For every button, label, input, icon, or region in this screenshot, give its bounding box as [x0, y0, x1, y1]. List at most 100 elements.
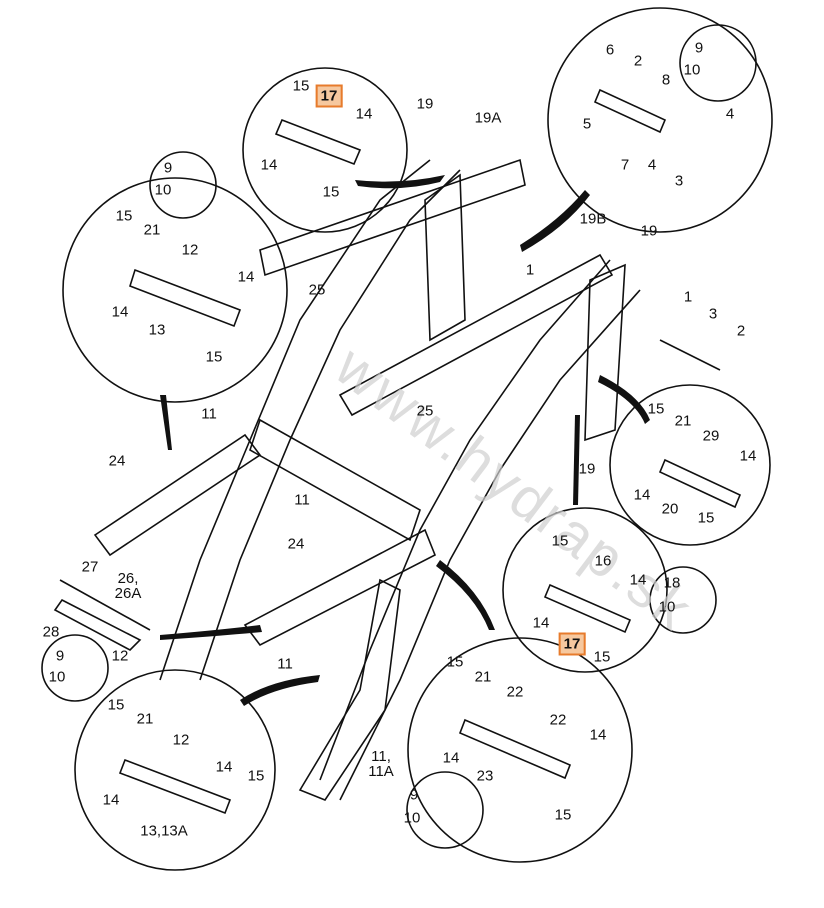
callout-label: 15 — [205, 348, 223, 366]
callout-label: 1 — [525, 261, 535, 279]
bracket-19A — [424, 173, 466, 342]
callout-label: 12 — [181, 241, 199, 259]
callout-label: 9 — [409, 786, 419, 804]
callout-label: 16 — [594, 552, 612, 570]
callout-label: 15 — [647, 400, 665, 418]
leader-wedge-7 — [160, 625, 262, 640]
callout-label: 15 — [593, 648, 611, 666]
pin-12-left — [129, 268, 242, 328]
callout-label: 22 — [549, 711, 567, 729]
callout-label: 25 — [308, 281, 326, 299]
detail-circle-grease-top-right — [679, 24, 757, 102]
cross-tube-25-upper — [259, 158, 526, 277]
detail-circle-right-middle — [609, 384, 771, 546]
leader-wedge-8 — [240, 675, 320, 706]
callout-label: 19 — [640, 222, 658, 240]
callout-label: 11 — [277, 655, 293, 673]
callout-label: 3 — [708, 305, 718, 323]
callout-label: 19 — [416, 95, 434, 113]
callout-label: 4 — [647, 156, 657, 174]
detail-circle-right-lower — [502, 507, 668, 673]
callout-label: 29 — [702, 427, 720, 445]
callout-label: 27 — [81, 558, 99, 576]
callout-label: 15 — [247, 767, 265, 785]
callout-label: 15 — [551, 532, 569, 550]
callout-label: 14 — [260, 156, 278, 174]
callout-label-highlighted[interactable]: 17 — [315, 84, 343, 108]
callout-label: 10 — [154, 181, 172, 199]
link-24-left — [93, 433, 262, 557]
callout-label: 14 — [532, 614, 550, 632]
callout-label: 11, 11A — [368, 748, 394, 780]
callout-label: 14 — [111, 303, 129, 321]
callout-label: 11 — [294, 491, 310, 509]
callout-label: 15 — [446, 653, 464, 671]
callout-label: 14 — [633, 486, 651, 504]
cylinder-25 — [338, 253, 614, 417]
callout-label: 21 — [674, 412, 692, 430]
callout-label: 10 — [658, 598, 676, 616]
callout-label: 9 — [55, 647, 65, 665]
callout-label: 9 — [163, 159, 173, 177]
callout-label: 20 — [661, 500, 679, 518]
callout-label-highlighted[interactable]: 17 — [558, 632, 586, 656]
loader-frame-right-arm — [319, 259, 641, 801]
callout-label: 14 — [629, 571, 647, 589]
callout-label: 12 — [111, 647, 129, 665]
callout-label: 14 — [237, 268, 255, 286]
detail-circle-top-center — [242, 67, 408, 233]
pin-2-right — [593, 88, 667, 134]
callout-label: 14 — [355, 105, 373, 123]
cross-tube-lower — [249, 418, 421, 542]
callout-label: 19 — [578, 460, 596, 478]
callout-label: 15 — [292, 77, 310, 95]
callout-label: 2 — [736, 322, 746, 340]
pin-27 — [59, 579, 151, 631]
callout-label: 11 — [201, 405, 217, 423]
link-24-right — [243, 528, 437, 647]
pin-20-right — [658, 458, 742, 509]
callout-label: 21 — [143, 221, 161, 239]
leader-wedge-5 — [573, 415, 580, 505]
callout-label: 23 — [476, 767, 494, 785]
callout-label: 19A — [474, 109, 502, 127]
leader-wedge-6 — [436, 560, 495, 630]
detail-circle-bottom-left — [74, 669, 276, 871]
callout-label: 14 — [215, 758, 233, 776]
callout-label: 14 — [589, 726, 607, 744]
detail-circle-grease-top-left — [149, 151, 217, 219]
callout-label: 26, 26A — [114, 570, 142, 602]
leader-wedge-4 — [598, 375, 650, 424]
callout-label: 10 — [403, 809, 421, 827]
detail-circle-grease-right-lower — [649, 566, 717, 634]
callout-label: 14 — [102, 791, 120, 809]
callout-label: 10 — [683, 61, 701, 79]
callout-label: 15 — [697, 509, 715, 527]
pin-13-bottom-left — [118, 758, 232, 815]
bucket-link-11A — [298, 578, 401, 801]
callout-label: 15 — [554, 806, 572, 824]
callout-label: 15 — [115, 207, 133, 225]
callout-label: 8 — [661, 71, 671, 89]
callout-label: 15 — [322, 183, 340, 201]
callout-label: 18 — [663, 574, 681, 592]
callout-label: 1 — [683, 288, 693, 306]
callout-label: 2 — [633, 52, 643, 70]
callout-label: 13 — [148, 321, 166, 339]
leader-wedge-1 — [355, 175, 445, 189]
callout-label: 9 — [694, 39, 704, 57]
pin-26 — [53, 598, 142, 651]
callout-label: 13,13A — [140, 822, 188, 840]
callout-label: 12 — [172, 731, 190, 749]
leader-wedge-2 — [520, 190, 590, 252]
callout-label: 10 — [48, 668, 66, 686]
callout-label: 15 — [107, 696, 125, 714]
callout-label: 4 — [725, 105, 735, 123]
callout-label: 24 — [287, 535, 305, 553]
callout-label: 21 — [474, 668, 492, 686]
detail-circle-left-upper — [62, 177, 288, 403]
callout-label: 14 — [442, 749, 460, 767]
leader-wedge-3 — [160, 395, 172, 450]
callout-label: 25 — [416, 402, 434, 420]
